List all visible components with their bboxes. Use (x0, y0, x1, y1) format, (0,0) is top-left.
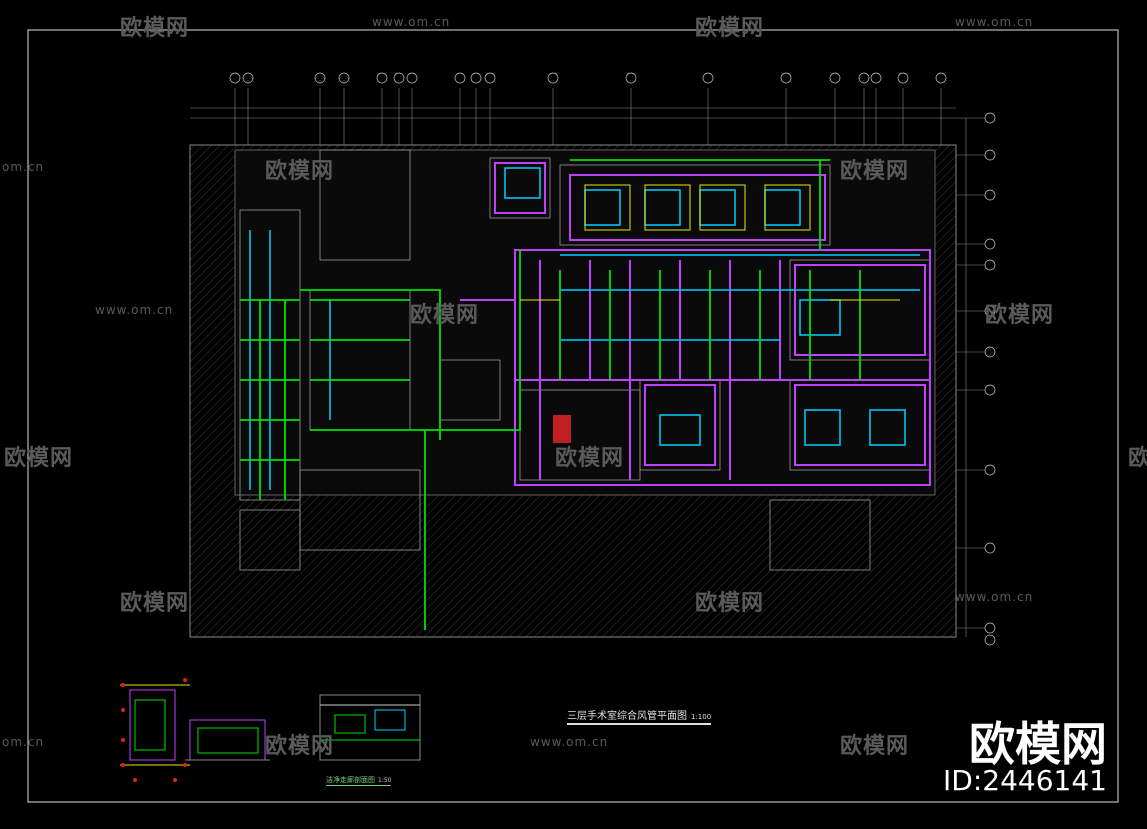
watermark-brand: 欧模网 (555, 446, 625, 471)
watermark-url: www.om.cn (530, 735, 609, 749)
watermark-brand: 欧模网 (265, 159, 335, 184)
watermark-brand: 欧模网 (985, 303, 1055, 328)
watermark-brand: 欧模网 (4, 446, 74, 471)
equipment-yellow (520, 184, 900, 301)
watermark-url: www.om.cn (955, 590, 1034, 604)
section-subtitle-text: 洁净走廊剖面图 (326, 776, 375, 784)
watermark-brand: 欧模网 (410, 303, 480, 328)
watermark-logo: 欧模网 (969, 717, 1107, 771)
drawing-title: 三层手术室综合风管平面图 1:100 (567, 707, 712, 725)
grid-bubbles-top (229, 72, 947, 84)
watermark-id: ID:2446141 (943, 764, 1107, 797)
section-scale: 1:50 (378, 777, 392, 784)
watermark-brand: 欧模网 (265, 734, 335, 759)
exhaust-ducts-green (240, 159, 861, 630)
watermark-brand: 欧模网 (120, 16, 190, 41)
drawing-title-text: 三层手术室综合风管平面图 (567, 711, 687, 722)
watermark-brand: 欧模网 (840, 159, 910, 184)
section-detail (319, 694, 421, 761)
watermark-url: www.om.cn (955, 15, 1034, 29)
supply-ducts-magenta (460, 162, 931, 486)
outer-frame (27, 29, 1119, 803)
watermark-url: om.cn (2, 160, 45, 174)
watermark-brand: 欧模网 (120, 591, 190, 616)
watermark-brand: 欧模网 (695, 591, 765, 616)
return-ducts-cyan (249, 167, 920, 490)
watermark-url: om.cn (2, 735, 45, 749)
detail-markers (121, 678, 187, 782)
grid-axis-right (956, 117, 985, 637)
watermark-brand: 欧模网 (1128, 446, 1147, 471)
drawing-scale: 1:100 (691, 713, 712, 721)
watermark-url: www.om.cn (95, 303, 174, 317)
watermark-brand: 欧模网 (840, 734, 910, 759)
watermark-brand: 欧模网 (695, 16, 765, 41)
grid-bubbles-right (984, 112, 996, 646)
red-equipment (553, 415, 571, 443)
detail-plan (120, 684, 270, 766)
watermark-url: www.om.cn (372, 15, 451, 29)
grid-axis-top (190, 88, 956, 145)
